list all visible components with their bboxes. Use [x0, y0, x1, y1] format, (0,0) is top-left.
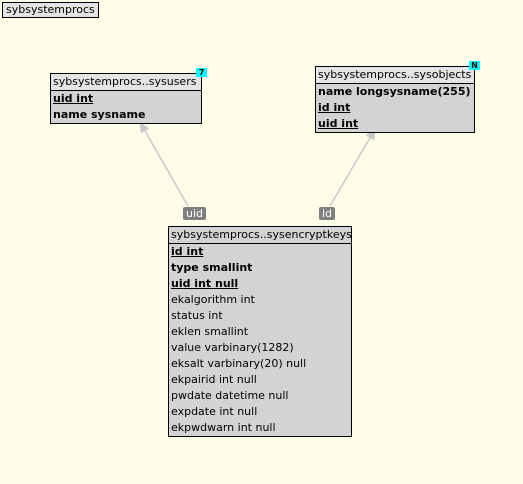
relation-label-id: id [319, 207, 336, 220]
relation-line-id [329, 129, 376, 207]
column-row: expdate int null [171, 405, 258, 418]
count-badge: N [469, 61, 480, 70]
table-title: sybsystemprocs..sysusers [51, 74, 201, 91]
column-row: eklen smallint [171, 325, 249, 338]
column-row: ekpwdwarn int null [171, 421, 276, 434]
relation-line-uid [140, 122, 189, 207]
schema-label: sybsystemprocs [2, 2, 99, 18]
column-list: uid int name sysname [51, 91, 201, 123]
column-row: uid int [53, 92, 94, 105]
column-list: id int type smallint uid int null ekalgorit… [169, 244, 351, 436]
column-row: type smallint [171, 261, 253, 274]
column-row: uid int [318, 117, 359, 130]
column-row: ekpairid int null [171, 373, 257, 386]
column-row: id int [171, 245, 204, 258]
table-title: sybsystemprocs..sysobjects [316, 67, 474, 84]
table-sysobjects[interactable]: sybsystemprocs..sysobjects N name longsy… [315, 61, 480, 133]
column-row: uid int null [171, 277, 239, 290]
table-title: sybsystemprocs..sysencryptkeys [169, 227, 352, 244]
column-row: status int [171, 309, 223, 322]
column-row: eksalt varbinary(20) null [171, 357, 307, 370]
column-row: value varbinary(1282) [171, 341, 294, 354]
column-row: pwdate datetime null [171, 389, 289, 402]
column-row: id int [318, 101, 351, 114]
table-sysusers[interactable]: sybsystemprocs..sysusers 7 uid int name s… [50, 68, 207, 124]
column-row: name longsysname(255) [318, 85, 471, 98]
relation-label-uid: uid [183, 207, 207, 220]
column-list: name longsysname(255) id int uid int [316, 84, 474, 132]
column-row: ekalgorithm int [171, 293, 255, 306]
count-badge: 7 [196, 68, 207, 77]
column-row: name sysname [53, 108, 146, 121]
table-sysencryptkeys[interactable]: sybsystemprocs..sysencryptkeys id int typ… [168, 226, 352, 437]
